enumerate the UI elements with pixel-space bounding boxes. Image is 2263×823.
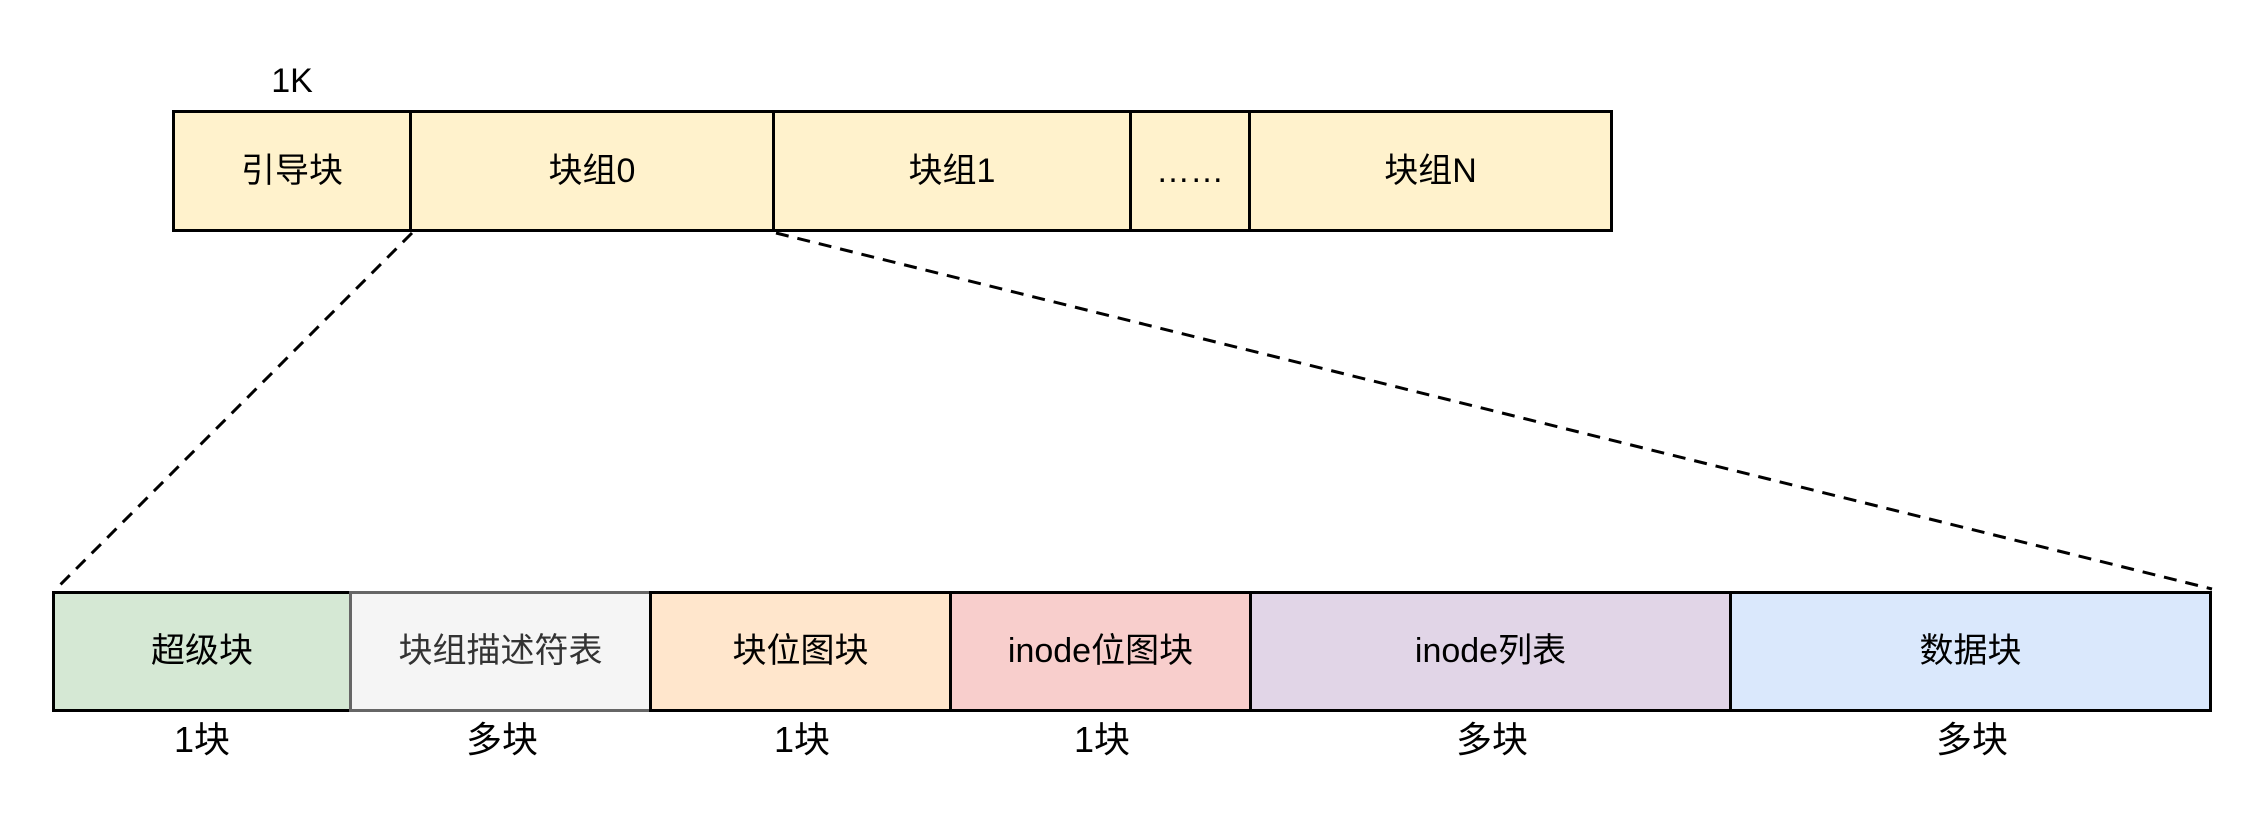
disk-cell-block-group-n: 块组N	[1248, 110, 1613, 232]
group-cell-block-bitmap-label: 块位图块	[732, 632, 869, 671]
group-cell-inode-table-label: inode列表	[1414, 632, 1567, 671]
count-label-superblock: 1块	[173, 719, 231, 760]
disk-cell-block-group-0-label: 块组0	[548, 151, 636, 190]
group-cell-inode-bitmap-label: inode位图块	[1007, 632, 1194, 671]
count-label-group-descriptor-table: 多块	[465, 719, 538, 760]
count-label-block-bitmap: 1块	[773, 719, 831, 760]
group-cell-inode-table: inode列表	[1249, 591, 1732, 712]
group-cell-superblock: 超级块	[52, 591, 352, 712]
disk-cell-boot-block: 引导块	[172, 110, 412, 232]
count-label-inode-table: 多块	[1455, 719, 1528, 760]
disk-cell-block-group-0: 块组0	[409, 110, 775, 232]
group-cell-group-descriptor-table: 块组描述符表	[349, 591, 652, 712]
block-size-label: 1K	[271, 62, 313, 100]
group-cell-superblock-label: 超级块	[151, 632, 253, 671]
disk-cell-ellipsis: ……	[1129, 110, 1251, 232]
count-label-inode-bitmap: 1块	[1073, 719, 1131, 760]
disk-cell-ellipsis-label: ……	[1156, 151, 1224, 190]
disk-cell-block-group-1-label: 块组1	[908, 151, 996, 190]
group-cell-inode-bitmap: inode位图块	[949, 591, 1252, 712]
group-cell-data-blocks-label: 数据块	[1919, 632, 2022, 671]
disk-cell-block-group-n-label: 块组N	[1384, 151, 1477, 190]
group-cell-data-blocks: 数据块	[1729, 591, 2212, 712]
disk-cell-boot-block-label: 引导块	[241, 151, 343, 190]
disk-cell-block-group-1: 块组1	[772, 110, 1132, 232]
group-cell-group-descriptor-table-label: 块组描述符表	[398, 632, 603, 671]
dashed-connector-right	[775, 231, 2213, 591]
dashed-connector-left	[53, 231, 414, 592]
count-label-data-blocks: 多块	[1935, 719, 2008, 760]
group-cell-block-bitmap: 块位图块	[649, 591, 952, 712]
